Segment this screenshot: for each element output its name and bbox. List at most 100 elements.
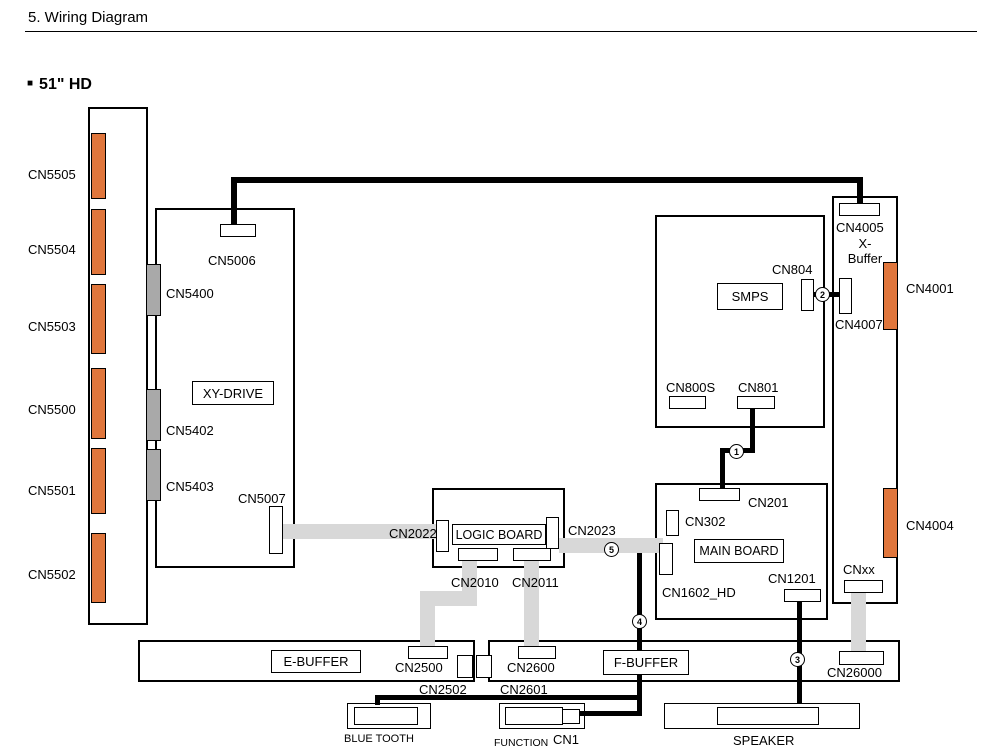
cn5403-label: CN5403 [166, 479, 214, 494]
cn2011-label: CN2011 [512, 575, 559, 590]
cn2500-label: CN2500 [395, 660, 443, 675]
callout-3: 3 [790, 652, 805, 667]
cable-cn5006-cn4005-v-left [231, 177, 237, 225]
cnxx-connector [844, 580, 883, 593]
cn4007-label: CN4007 [835, 317, 883, 332]
x-buffer-name-line1: X- [858, 236, 872, 251]
page-title: 5. Wiring Diagram [28, 9, 149, 26]
main-board-name: MAIN BOARD [699, 544, 779, 558]
cn5403-connector [146, 449, 161, 501]
cn4001-label: CN4001 [906, 281, 954, 296]
cn2601-connector [476, 655, 492, 678]
cable4-mainboard-v [637, 553, 642, 716]
ribbon-cn5007-cn2022 [283, 524, 437, 539]
cn5504-label: CN5504 [28, 242, 76, 257]
cn5504-connector [91, 209, 106, 275]
cn2023-connector [546, 517, 559, 549]
cable1-cn201-v [720, 448, 725, 490]
cable-cn5006-cn4005-h [231, 177, 863, 183]
cn4004-label: CN4004 [906, 518, 954, 533]
logic-board-name: LOGIC BOARD [455, 527, 543, 542]
callout-4-number: 4 [636, 616, 642, 627]
cn4005-label: CN4005 [836, 220, 884, 235]
cn2010-connector [458, 548, 498, 561]
callout-1: 1 [729, 444, 744, 459]
ribbon-cn2011-cn2600 [524, 561, 539, 649]
cn26000-connector [839, 651, 884, 665]
ribbon-cnxx-cn26000 [851, 592, 866, 654]
cn2600-connector [518, 646, 556, 659]
function-module-inner [505, 707, 563, 725]
callout-5-number: 5 [608, 544, 614, 555]
cn5501-label: CN5501 [28, 483, 76, 498]
main-board-label: MAIN BOARD [694, 539, 784, 563]
cn5505-label: CN5505 [28, 167, 76, 182]
cn2022-label: CN2022 [389, 526, 437, 541]
smps-board-label: SMPS [717, 283, 783, 310]
cn5400-label: CN5400 [166, 286, 214, 301]
cn4005-connector [839, 203, 880, 216]
callout-2: 2 [815, 287, 830, 302]
cn2600-label: CN2600 [507, 660, 555, 675]
cnxx-label: CNxx [843, 562, 875, 577]
cn5007-connector [269, 506, 283, 554]
cn5500-label: CN5500 [28, 402, 76, 417]
cn5006-label: CN5006 [208, 253, 256, 268]
cn2022-connector [436, 520, 449, 552]
cn5006-connector [220, 224, 256, 237]
cn1201-connector [784, 589, 821, 602]
cn5500-connector [91, 368, 106, 439]
cn201-label: CN201 [748, 495, 789, 510]
cn1-label: CN1 [553, 732, 580, 747]
cn4004-connector [883, 488, 898, 558]
e-buffer-name: E-BUFFER [283, 654, 349, 669]
cn5501-connector [91, 448, 106, 514]
cn1602-label: CN1602_HD [662, 585, 736, 600]
f-buffer-board [488, 640, 900, 682]
cn800s-connector [669, 396, 706, 409]
cn2023-label: CN2023 [568, 523, 616, 538]
cn2011-connector [513, 548, 551, 561]
cn5503-connector [91, 284, 106, 354]
logic-board-label: LOGIC BOARD [452, 524, 546, 545]
callout-3-number: 3 [794, 654, 800, 665]
smps-name: SMPS [731, 289, 769, 304]
cable1-cn801-v [750, 408, 755, 453]
xy-drive-board-label: XY-DRIVE [192, 381, 274, 405]
x-buffer-name-line2: Buffer [847, 251, 883, 266]
cn302-label: CN302 [685, 514, 726, 529]
title-underline [25, 31, 977, 32]
cn1201-label: CN1201 [768, 571, 816, 586]
e-buffer-board-label: E-BUFFER [271, 650, 361, 673]
cn5502-label: CN5502 [28, 567, 76, 582]
cn804-label: CN804 [772, 262, 813, 277]
cable-bluetooth-v [375, 695, 380, 705]
xy-drive-name: XY-DRIVE [202, 385, 264, 401]
cn801-label: CN801 [738, 380, 779, 395]
cn5402-label: CN5402 [166, 423, 214, 438]
cn800s-label: CN800S [666, 380, 716, 395]
cable-bluetooth-h [375, 695, 642, 700]
smps-board [655, 215, 825, 428]
cn4007-connector [839, 278, 852, 314]
cable-cn5006-cn4005-v-right [857, 177, 863, 205]
callout-1-number: 1 [733, 446, 739, 457]
cn5503-label: CN5503 [28, 319, 76, 334]
blue-tooth-label: BLUE TOOTH [344, 733, 414, 745]
callout-2-number: 2 [819, 289, 825, 300]
model-bullet-icon: ■ [27, 78, 34, 89]
main-board-left-connector [659, 543, 673, 575]
cn801-connector [737, 396, 775, 409]
cn302-connector [666, 510, 679, 536]
cn804-connector [801, 279, 814, 311]
cable4-function-h [580, 711, 642, 716]
function-label: FUNCTION [494, 737, 549, 749]
callout-4: 4 [632, 614, 647, 629]
cn2502-label: CN2502 [419, 682, 467, 697]
model-label: 51" HD [39, 76, 92, 93]
bluetooth-module-inner [354, 707, 418, 725]
cn2502-connector [457, 655, 473, 678]
cn2500-connector [408, 646, 448, 659]
cn201-connector [699, 488, 740, 501]
